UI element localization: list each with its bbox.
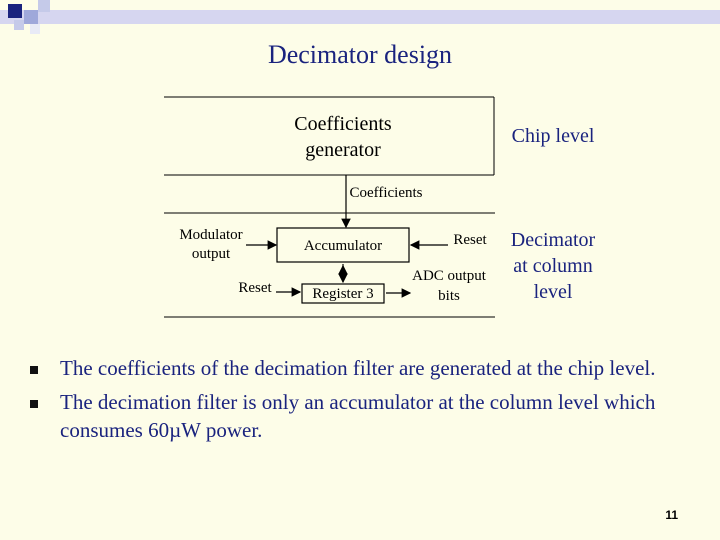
decimator-label-line3: level [534,281,573,303]
deco-square-mid [24,10,38,24]
coefficients-generator-line1: Coefficients [294,113,392,135]
coefficients-signal-label: Coefficients [349,185,422,201]
bullet-item: The coefficients of the decimation filte… [28,354,668,382]
coefficients-generator-line2: generator [305,139,381,161]
adc-output-line1: ADC output [412,268,487,284]
modulator-output-line2: output [192,246,231,262]
register-label: Register 3 [312,286,373,302]
deco-square-dark [8,4,22,18]
slide-title: Decimator design [267,40,453,69]
bullet-text: The coefficients of the decimation filte… [60,356,656,380]
reset-right-label: Reset [453,232,487,248]
accumulator-box [276,227,410,263]
deco-square-light [38,0,50,12]
register-box [301,283,385,304]
square-bullet-icon [30,366,38,374]
square-bullet-icon [30,400,38,408]
chip-level-label: Chip level [512,125,595,147]
corner-decoration [0,0,720,34]
header-band [0,10,720,24]
bullet-list: The coefficients of the decimation filte… [28,354,668,450]
modulator-output-line1: Modulator [179,227,242,243]
decimator-label-line2: at column [513,255,592,277]
accumulator-label: Accumulator [304,238,382,254]
adc-output-line2: bits [438,288,460,304]
reset-left-label: Reset [238,280,272,296]
bullet-text: The decimation filter is only an accumul… [60,390,656,442]
deco-square-pale [30,24,40,34]
page-number: 11 [665,508,678,522]
deco-square-light [14,20,24,30]
bullet-item: The decimation filter is only an accumul… [28,388,668,444]
decimator-label-line1: Decimator [511,229,596,251]
